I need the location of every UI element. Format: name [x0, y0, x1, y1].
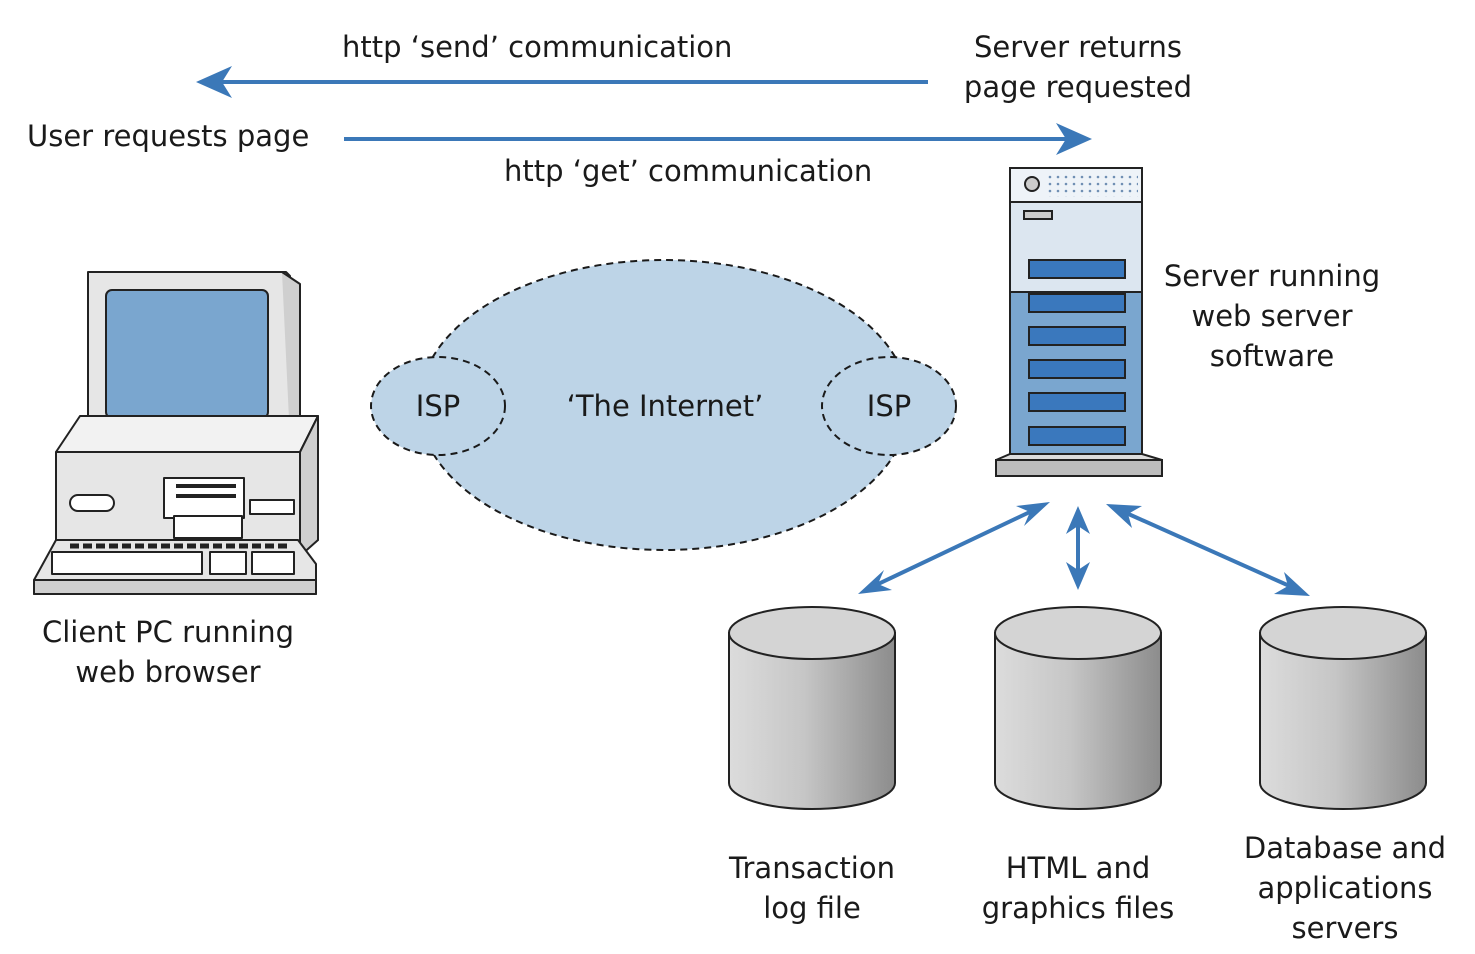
transaction-caption-line-1: Transaction — [729, 851, 895, 885]
html-caption-line-2: graphics files — [981, 891, 1175, 925]
link-database — [1106, 504, 1310, 596]
database-cylinder — [1259, 606, 1427, 810]
client-caption-line-2: web browser — [75, 655, 261, 689]
database-caption-line-1: Database and — [1243, 831, 1447, 865]
isp-right-label: ISP — [866, 389, 912, 423]
server-returns-line-2: page requested — [963, 70, 1193, 104]
user-requests-label: User requests page — [27, 119, 310, 153]
transaction-log-caption: Transaction log file — [704, 848, 920, 928]
client-pc-icon — [33, 271, 319, 595]
isp-right-bubble — [821, 356, 957, 456]
client-pc-caption: Client PC running web browser — [20, 612, 316, 692]
client-caption-line-1: Client PC running — [41, 615, 295, 649]
server-caption-line-1: Server running — [1163, 259, 1381, 293]
html-graphics-caption: HTML and graphics files — [958, 848, 1198, 928]
server-returns-line-1: Server returns — [973, 30, 1183, 64]
get-arrow — [344, 123, 1092, 155]
isp-left-bubble — [370, 356, 506, 456]
link-html-files — [1066, 506, 1090, 590]
get-communication-label: http ‘get’ communication — [504, 154, 873, 188]
database-caption: Database and applications servers — [1224, 828, 1466, 948]
link-transaction-log — [858, 502, 1050, 594]
server-caption-line-2: web server — [1191, 299, 1353, 333]
database-caption-line-3: servers — [1291, 911, 1399, 945]
html-graphics-cylinder — [994, 606, 1162, 810]
transaction-caption-line-2: log file — [763, 891, 861, 925]
html-caption-line-1: HTML and — [1005, 851, 1151, 885]
database-caption-line-2: applications — [1257, 871, 1433, 905]
server-caption-line-3: software — [1209, 339, 1335, 373]
web-server-icon — [995, 167, 1163, 477]
transaction-log-cylinder — [728, 606, 896, 810]
send-communication-label: http ‘send’ communication — [342, 30, 733, 64]
send-arrow — [196, 66, 928, 98]
isp-left-label: ISP — [415, 389, 461, 423]
server-returns-label: Server returns page requested — [940, 27, 1216, 107]
internet-label: ‘The Internet’ — [566, 389, 764, 423]
server-caption: Server running web server software — [1152, 256, 1392, 376]
